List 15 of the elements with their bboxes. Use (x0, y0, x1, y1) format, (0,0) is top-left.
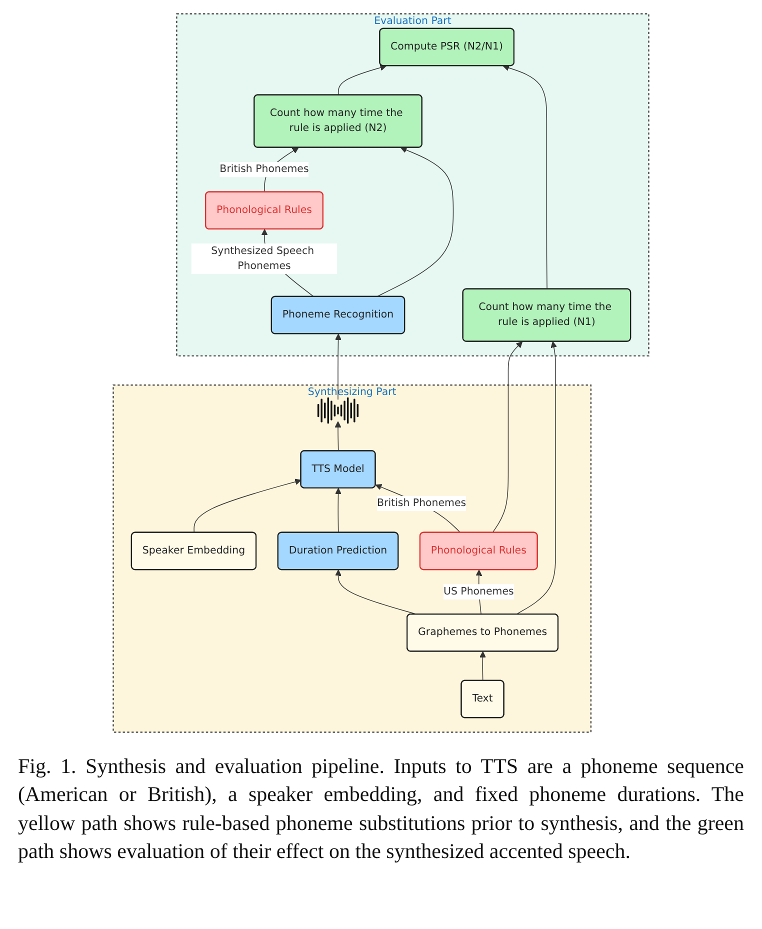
arrow (335, 334, 342, 400)
arrow (194, 478, 302, 534)
figure-caption: Fig. 1. Synthesis and evaluation pipeline. Inputs to TTS are a phoneme sequence (American or British), a speaker embedding, and fixed phoneme durations. The yellow path shows rule-based phoneme substitutions prior to synthesis, and the green path shows evaluation of their effect on the synthesized accented speech. (18, 753, 744, 866)
arrow (516, 341, 558, 615)
arrow (334, 421, 342, 452)
arrow (335, 488, 342, 534)
arrow (338, 64, 386, 96)
edge-label: Synthesized Speech Phonemes (211, 245, 314, 272)
edge-label: British Phonemes (220, 163, 309, 176)
arrow (502, 64, 548, 290)
arrow (492, 341, 523, 534)
arrow (376, 146, 454, 298)
edge-label: US Phonemes (443, 586, 514, 598)
edge-label: British Phonemes (377, 497, 466, 509)
arrow (480, 651, 486, 682)
